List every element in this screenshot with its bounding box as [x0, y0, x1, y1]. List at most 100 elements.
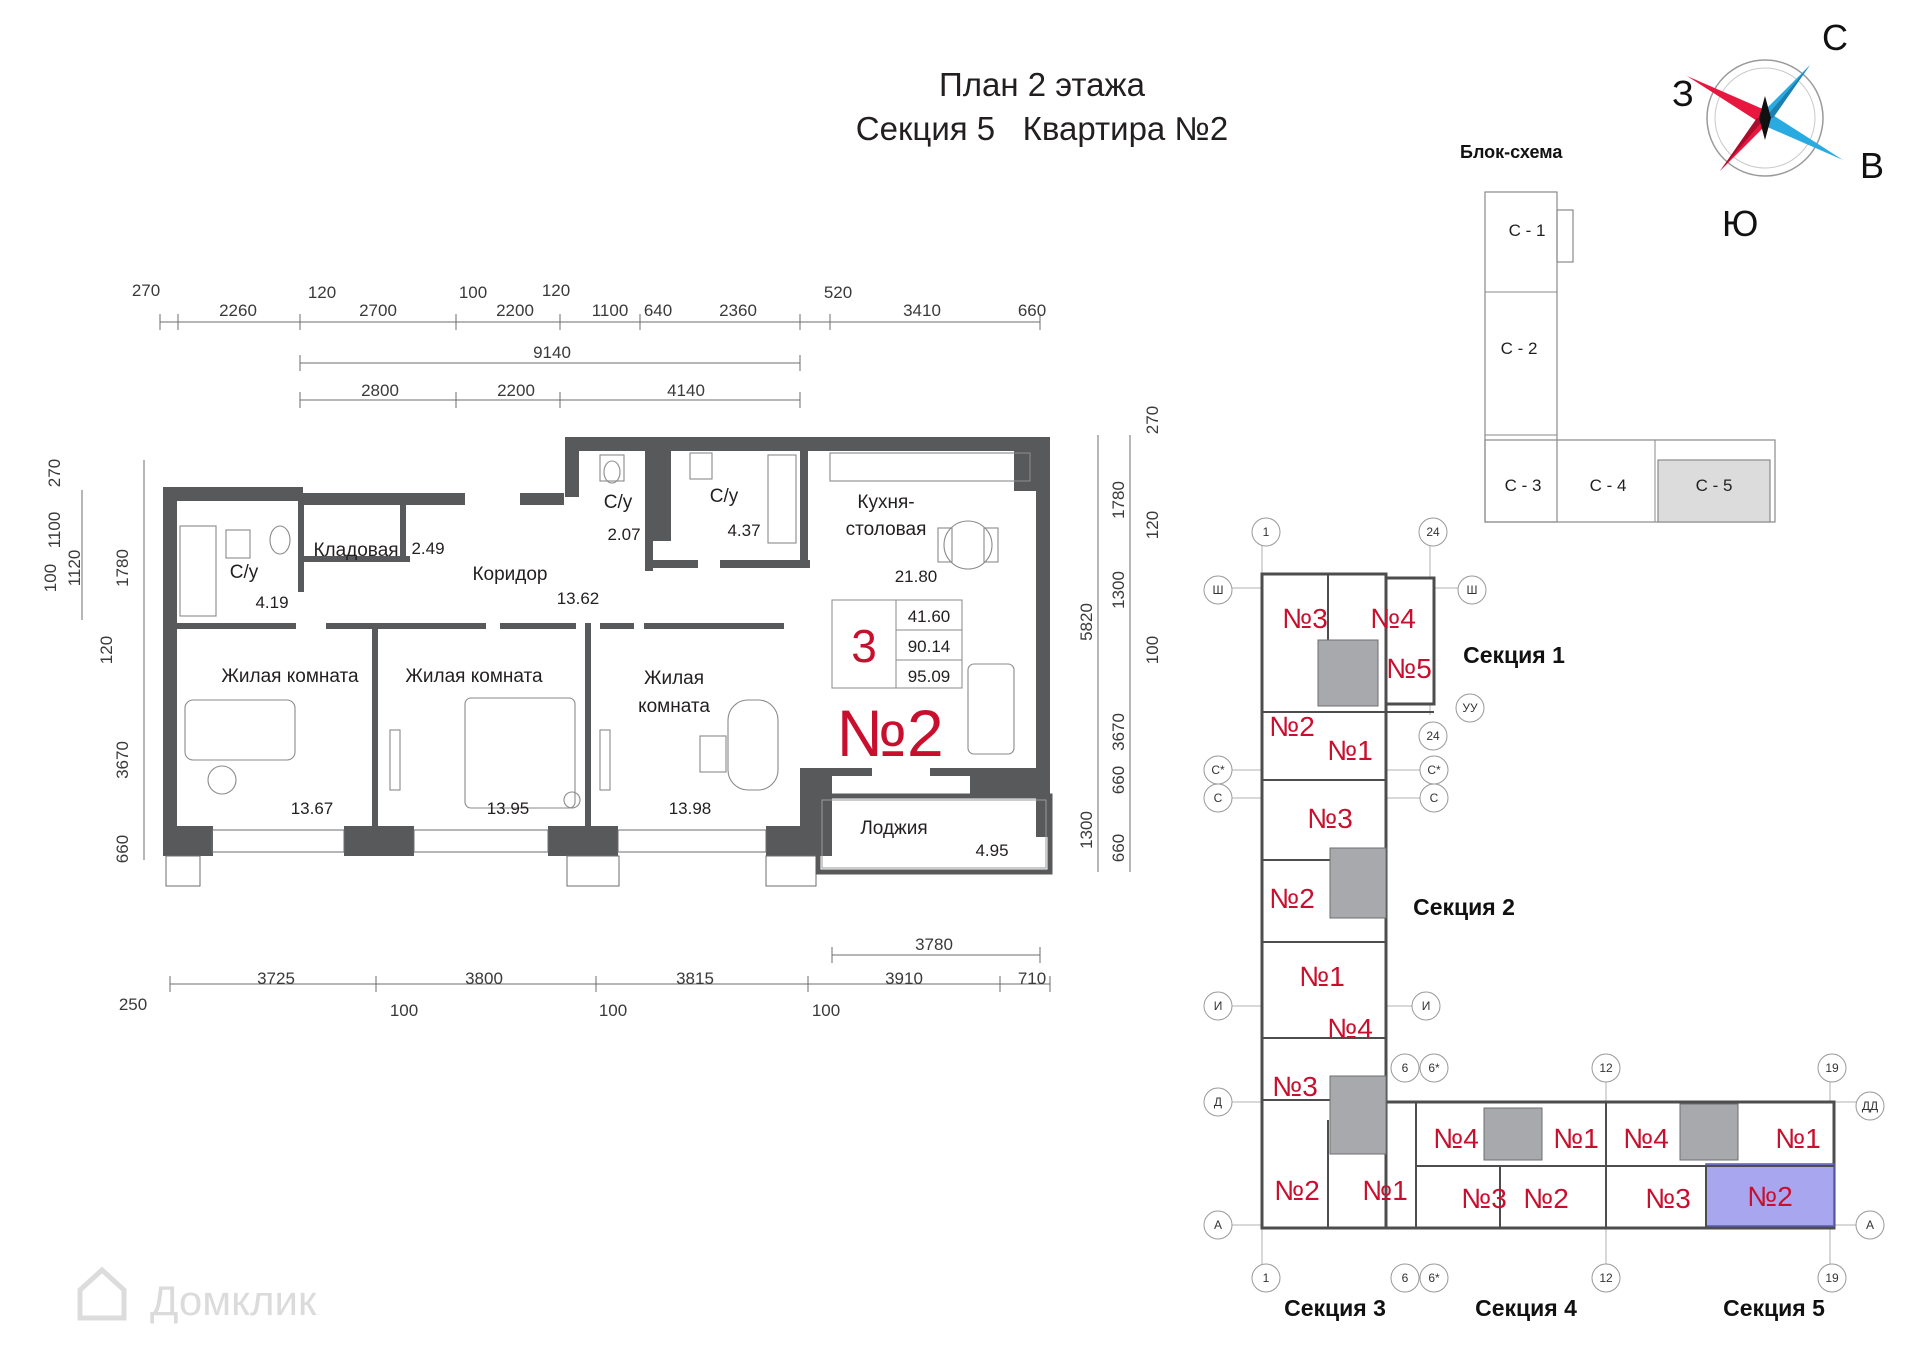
room-bath2: С/у: [604, 492, 633, 513]
bottom-dimensions: [169, 947, 1051, 992]
svg-text:№3: №3: [1645, 1183, 1691, 1214]
svg-text:19: 19: [1825, 1271, 1839, 1285]
apartment-area-total: 90.14: [908, 637, 951, 656]
svg-text:120: 120: [542, 281, 570, 300]
room-living2-area: 13.95: [487, 799, 530, 818]
svg-text:3815: 3815: [676, 969, 714, 988]
svg-text:№2: №2: [1523, 1183, 1569, 1214]
section-2-title: Секция 2: [1413, 894, 1515, 920]
block-c2: С - 2: [1501, 339, 1538, 358]
room-labels: Кладовая 2.49 С/у 4.19 Коридор 13.62 С/у…: [221, 486, 1008, 860]
left-dimensions: [81, 460, 145, 860]
svg-text:6: 6: [1402, 1271, 1409, 1285]
svg-text:660: 660: [113, 835, 132, 863]
room-storage: Кладовая: [313, 540, 398, 561]
section-4-title: Секция 4: [1475, 1295, 1577, 1321]
svg-text:№1: №1: [1362, 1175, 1408, 1206]
svg-text:12: 12: [1599, 1271, 1613, 1285]
compass-s-label: Ю: [1722, 203, 1758, 244]
room-loggia-area: 4.95: [975, 841, 1008, 860]
svg-text:19: 19: [1825, 1061, 1839, 1075]
svg-text:№2: №2: [1269, 711, 1315, 742]
svg-text:С*: С*: [1211, 763, 1225, 777]
room-living1: Жилая комната: [221, 666, 359, 687]
svg-text:№3: №3: [1307, 803, 1353, 834]
svg-text:№2: №2: [1747, 1181, 1793, 1212]
svg-text:2260: 2260: [219, 301, 257, 320]
svg-text:№1: №1: [1327, 735, 1373, 766]
room-kitchen: Кухня-: [857, 492, 914, 513]
room-bath2-area: 2.07: [607, 525, 640, 544]
svg-text:№3: №3: [1461, 1183, 1507, 1214]
compass-w-label: З: [1672, 73, 1694, 114]
svg-text:1300: 1300: [1109, 571, 1128, 609]
svg-text:520: 520: [824, 283, 852, 302]
svg-text:710: 710: [1018, 969, 1046, 988]
svg-text:24: 24: [1426, 525, 1440, 539]
compass-n-label: С: [1822, 17, 1848, 58]
svg-text:А: А: [1214, 1218, 1222, 1232]
svg-text:250: 250: [119, 995, 147, 1014]
svg-text:6: 6: [1402, 1061, 1409, 1075]
svg-text:Ш: Ш: [1467, 583, 1478, 597]
svg-text:100: 100: [599, 1001, 627, 1020]
svg-text:Ш: Ш: [1213, 583, 1224, 597]
right-dim-labels: 270 1780 120 1300 100 3670 660 1300 660 …: [1077, 406, 1162, 862]
svg-text:3780: 3780: [915, 935, 953, 954]
svg-text:660: 660: [1109, 834, 1128, 862]
svg-text:9140: 9140: [533, 343, 571, 362]
svg-text:270: 270: [1143, 406, 1162, 434]
svg-text:№3: №3: [1282, 603, 1328, 634]
svg-text:№5: №5: [1386, 653, 1432, 684]
svg-text:И: И: [1214, 999, 1223, 1013]
svg-text:5820: 5820: [1077, 603, 1096, 641]
svg-text:6*: 6*: [1428, 1061, 1440, 1075]
svg-text:100: 100: [390, 1001, 418, 1020]
svg-text:№4: №4: [1623, 1123, 1669, 1154]
plan-title-line1: План 2 этажа: [939, 66, 1146, 103]
svg-text:3725: 3725: [257, 969, 295, 988]
svg-text:1300: 1300: [1077, 811, 1096, 849]
svg-text:2360: 2360: [719, 301, 757, 320]
room-bath3: С/у: [710, 486, 739, 507]
room-bath1: С/у: [230, 562, 259, 583]
site-apartment-highlight: [1705, 1163, 1835, 1227]
svg-text:120: 120: [97, 636, 116, 664]
svg-text:3410: 3410: [903, 301, 941, 320]
section-5-title: Секция 5: [1723, 1295, 1825, 1321]
svg-text:Д: Д: [1214, 1095, 1222, 1109]
room-living3-2: комната: [638, 696, 710, 717]
room-living2: Жилая комната: [405, 666, 543, 687]
bottom-dim-labels: 250 3725 3800 3815 3910 710 100 100 100 …: [119, 935, 1046, 1020]
apartment-summary: 3 41.60 90.14 95.09 №2: [831, 599, 963, 770]
svg-text:С*: С*: [1427, 763, 1441, 777]
svg-text:640: 640: [644, 301, 672, 320]
plan-title-line2: Секция 5 Квартира №2: [856, 110, 1228, 147]
svg-text:12: 12: [1599, 1061, 1613, 1075]
svg-text:1100: 1100: [45, 512, 64, 549]
apartment-area-loggia: 95.09: [908, 667, 951, 686]
room-kitchen-area: 21.80: [895, 567, 938, 586]
svg-text:6*: 6*: [1428, 1271, 1440, 1285]
svg-text:660: 660: [1018, 301, 1046, 320]
svg-text:3670: 3670: [1109, 713, 1128, 751]
svg-text:№1: №1: [1299, 961, 1345, 992]
svg-text:№2: №2: [1274, 1175, 1320, 1206]
svg-text:3910: 3910: [885, 969, 923, 988]
svg-text:2800: 2800: [361, 381, 399, 400]
section-3-title: Секция 3: [1284, 1295, 1386, 1321]
svg-text:3670: 3670: [113, 741, 132, 779]
svg-text:№1: №1: [1553, 1123, 1599, 1154]
fixtures: [179, 452, 1031, 809]
room-living1-area: 13.67: [291, 799, 334, 818]
top-dimensions: [159, 314, 1041, 408]
section-1-title: Секция 1: [1463, 642, 1565, 668]
svg-text:270: 270: [132, 281, 160, 300]
top-dim-labels: 270 2260 120 2700 100 2200 120 1100 640 …: [132, 281, 1046, 400]
svg-text:120: 120: [1143, 511, 1162, 539]
svg-text:3800: 3800: [465, 969, 503, 988]
block-c5-highlight: [1657, 459, 1771, 523]
svg-text:100: 100: [41, 564, 60, 592]
domclick-watermark: Домклик: [77, 1266, 317, 1324]
right-dimensions: [1097, 435, 1131, 872]
